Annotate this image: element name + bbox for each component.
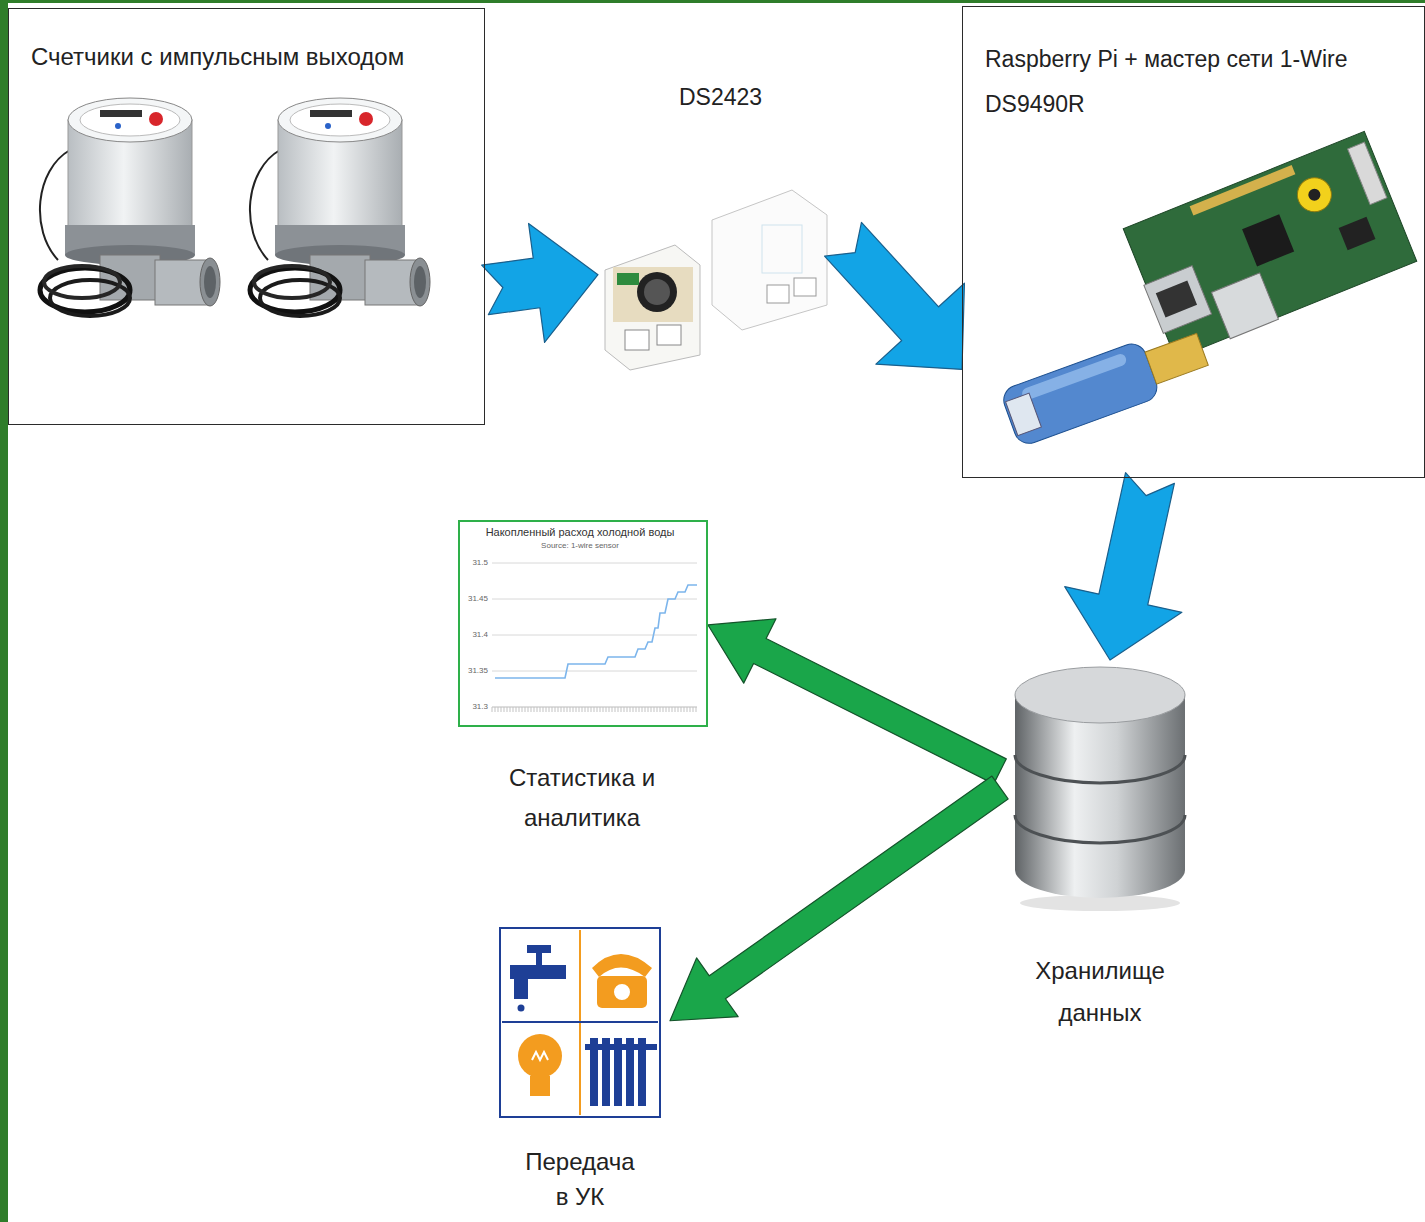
adapter-body — [1000, 340, 1161, 448]
chip — [1242, 214, 1294, 266]
slide-ground — [8, 3, 1425, 1222]
meter-group-box: Счетчики с импульсным выходом — [8, 8, 485, 425]
radiator-section — [614, 1038, 622, 1106]
grid-line — [492, 671, 697, 672]
tap-pipe — [510, 965, 566, 979]
connector — [1348, 142, 1387, 204]
axis-value: 31.3 — [460, 702, 488, 712]
tap-handle — [527, 945, 551, 953]
caption: Хранилище данных — [1010, 950, 1190, 1034]
audio-jack — [1339, 217, 1376, 250]
phone-dial — [613, 983, 631, 1001]
rj-port — [767, 285, 789, 303]
chart-box: Накопленный расход холодной водыСтатисти… — [458, 520, 708, 727]
ds9490r-adapter — [1000, 321, 1213, 447]
axis-value: 31.35 — [460, 666, 488, 676]
tap-spout — [514, 979, 528, 999]
axis-value: 31.4 — [460, 630, 488, 640]
rj-port — [657, 325, 681, 345]
radiator-section — [626, 1038, 634, 1106]
axis-value: 31.5 — [460, 558, 488, 568]
block-arrow — [825, 222, 965, 369]
caption: Передача в УК — [520, 1145, 640, 1215]
highlight — [1020, 352, 1127, 401]
usb-port — [1211, 273, 1278, 339]
bulb-filament — [532, 1052, 548, 1060]
chart-title: Накопленный расход холодной воды — [460, 526, 700, 540]
storage-node: Хранилище данных — [1000, 660, 1200, 1035]
caption: Статистика и аналитика — [487, 758, 677, 838]
water-meter — [250, 98, 430, 316]
phone-handset — [592, 954, 652, 977]
battery-top — [644, 279, 670, 305]
block-arrow — [1065, 473, 1182, 660]
controller-box: Raspberry Pi + мастер сети 1-Wire DS9490… — [962, 6, 1425, 478]
grid-line — [492, 563, 697, 564]
module-node: DS2423 — [598, 80, 843, 375]
block-arrow — [482, 223, 598, 342]
rj-port — [794, 278, 816, 296]
transfer-node: Передача в УК — [490, 925, 670, 1217]
box-title: Raspberry Pi + мастер сети 1-Wire DS9490… — [985, 37, 1385, 127]
battery — [637, 272, 677, 312]
rca-hole — [1307, 187, 1323, 203]
ethernet-jack — [1144, 266, 1212, 334]
pcb-board — [1123, 131, 1417, 358]
database-icon — [1015, 667, 1185, 911]
pcb — [613, 267, 693, 322]
radiator-section — [590, 1038, 598, 1106]
gpio-pins — [1190, 165, 1296, 215]
block-arrow — [708, 619, 1006, 784]
water-meter — [40, 98, 220, 316]
rca-jack — [1292, 173, 1336, 217]
grid-line — [492, 599, 697, 600]
icon-divider — [502, 1021, 658, 1023]
rj-port — [1006, 393, 1042, 435]
utilities-icon — [500, 928, 660, 1117]
chart-plot — [492, 563, 697, 712]
ds2423-socket — [605, 245, 700, 370]
socket-body — [605, 245, 700, 370]
network-socket — [712, 190, 827, 330]
usb-plug — [1145, 333, 1208, 384]
bulb-base — [530, 1076, 550, 1096]
terminal-block — [617, 273, 639, 285]
water-drop — [518, 1005, 525, 1012]
radiator-section — [638, 1038, 646, 1106]
socket-body — [712, 190, 827, 330]
socket-label — [762, 225, 802, 273]
block-arrow — [670, 776, 1008, 1021]
data-line — [495, 585, 697, 678]
axis-ticks — [492, 707, 696, 712]
raspberry-pi — [1121, 131, 1417, 361]
tap-stem — [536, 952, 542, 965]
bulb-glass — [518, 1034, 562, 1078]
cylinder-groove — [1015, 755, 1185, 783]
ethernet-hole — [1156, 281, 1197, 318]
phone-base — [597, 976, 647, 1008]
chart-source: Source: 1-wire sensor — [480, 541, 680, 551]
module-title: DS2423 — [598, 83, 843, 112]
axis-value: 31.45 — [460, 594, 488, 604]
cylinder-top — [1015, 667, 1185, 723]
box-title: Счетчики с импульсным выходом — [31, 42, 404, 72]
grid-line — [492, 635, 697, 636]
rj-port — [625, 330, 649, 350]
radiator-section — [602, 1038, 610, 1106]
cylinder-groove — [1015, 815, 1185, 843]
cylinder-body — [1015, 695, 1185, 898]
icon-frame — [500, 928, 660, 1117]
